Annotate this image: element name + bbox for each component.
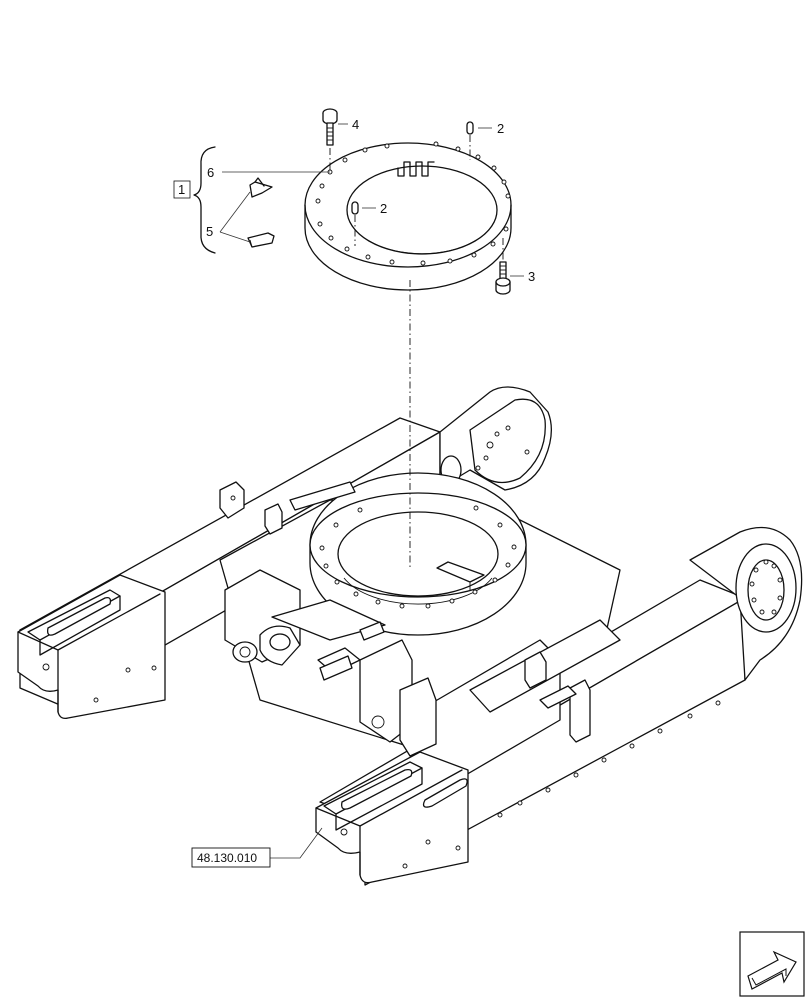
group-bracket (193, 146, 216, 254)
callout-2-lower[interactable]: 2 (380, 201, 387, 216)
sprocket-bolt-holes (749, 559, 783, 615)
frame-bolt-holes (497, 700, 721, 818)
callout-1-box (173, 180, 191, 199)
bolt-item-3[interactable] (495, 238, 511, 295)
undercarriage-frame[interactable] (17, 386, 803, 886)
leader-lines (219, 123, 524, 859)
bearing-bolt-holes (315, 141, 511, 266)
callout-5[interactable]: 5 (206, 224, 213, 239)
bolt-item-4[interactable] (322, 108, 338, 172)
platform-bolt-holes (319, 505, 517, 609)
callout-1[interactable]: 1 (178, 182, 185, 197)
callout-6[interactable]: 6 (207, 165, 214, 180)
callout-3[interactable]: 3 (528, 269, 535, 284)
callout-4[interactable]: 4 (352, 117, 359, 132)
pin-item-2-upper[interactable] (466, 121, 474, 160)
swing-bearing[interactable] (304, 141, 512, 291)
shims-item-5[interactable] (247, 177, 275, 248)
pin-item-2-lower[interactable] (351, 201, 359, 246)
next-page-arrow-icon[interactable] (739, 931, 805, 997)
part-reference-text: 48.130.010 (197, 851, 257, 865)
callout-2-upper[interactable]: 2 (497, 121, 504, 136)
part-reference-link[interactable]: 48.130.010 (191, 847, 271, 868)
